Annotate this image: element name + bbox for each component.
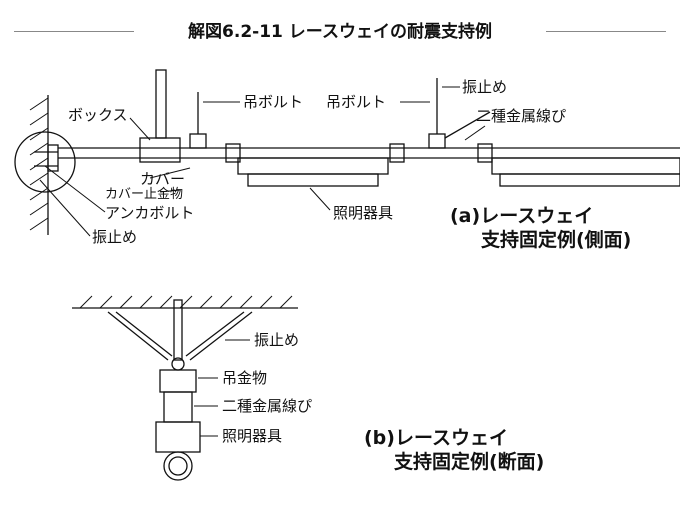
label-box: ボックス: [68, 106, 128, 124]
label-anchor-bolt: アンカボルト: [105, 204, 195, 222]
raceway-joint-1: [225, 143, 241, 163]
label-hanger-bolt-2: 吊ボルト: [326, 93, 387, 111]
hanger-fitting: [159, 369, 197, 393]
side-leaders: [39, 86, 486, 237]
anti-sway-brace-left: [107, 311, 169, 361]
title-rule-left: [14, 31, 134, 32]
caption-a-line1: (a)レースウェイ: [450, 205, 594, 227]
lamp-section: [163, 451, 193, 481]
caption-b-line1: (b)レースウェイ: [364, 427, 509, 449]
hanger-clamp-right: [428, 133, 446, 149]
label-hanger-fitting: 吊金物: [222, 369, 268, 387]
figure-title: 解図6.2-11 レースウェイの耐震支持例: [0, 18, 680, 46]
anti-sway-brace-left-inner: [115, 311, 173, 357]
label-anti-sway-left: 振止め: [92, 228, 138, 246]
raceway-joint-2: [389, 143, 405, 163]
section-hanger-bolt: [173, 299, 183, 361]
raceway-section: [163, 391, 193, 423]
anti-sway-brace-right-section: [189, 311, 253, 361]
section-leaders: [194, 339, 250, 437]
ceiling-hatching: [79, 295, 293, 309]
lighting-fixture-section: [155, 421, 201, 453]
lighting-fixture-lamp: [247, 173, 379, 187]
lighting-fixture-body: [237, 157, 389, 175]
label-double-wire-top: 二種金属線ぴ: [476, 107, 567, 125]
hanger-clamp-left: [189, 133, 207, 149]
label-anti-sway-top: 振止め: [462, 78, 508, 96]
lighting-fixture-body-right: [491, 157, 680, 175]
label-section-lighting: 照明器具: [222, 427, 283, 445]
label-section-anti-sway: 振止め: [254, 331, 300, 349]
anti-sway-brace-right-inner: [185, 311, 245, 357]
label-cover-stop: カバー止金物: [105, 187, 184, 202]
wall-hatching: [29, 97, 49, 231]
caption-b-line2: 支持固定例(断面): [394, 451, 545, 473]
wall-bracket: [47, 144, 59, 172]
title-rule-right: [546, 31, 666, 32]
label-section-double-wire: 二種金属線ぴ: [222, 397, 313, 415]
side-view-drawing: [14, 69, 680, 237]
lamp-section-inner: [168, 456, 188, 476]
raceway-joint-3: [477, 143, 493, 163]
label-lighting: 照明器具: [333, 204, 394, 222]
anti-sway-brace-right: [444, 111, 491, 139]
label-hanger-bolt-1: 吊ボルト: [243, 93, 304, 111]
lighting-fixture-lamp-right: [499, 173, 680, 187]
caption-a-line2: 支持固定例(側面): [481, 229, 632, 251]
vertical-conduit: [155, 69, 167, 139]
section-view-drawing: [72, 295, 298, 481]
detail-circle: [14, 131, 76, 193]
label-cover: カバー: [140, 170, 186, 188]
